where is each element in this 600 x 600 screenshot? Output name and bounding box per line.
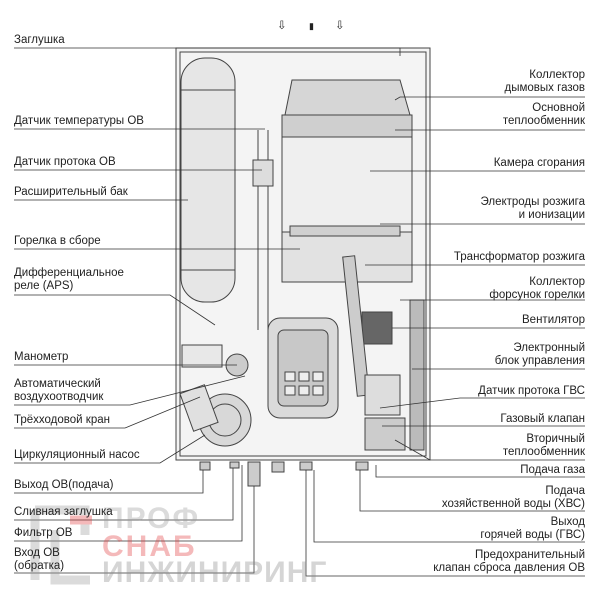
label-gas-valve: Газовый клапан bbox=[500, 413, 585, 426]
label-text: форсунок горелки bbox=[489, 289, 585, 301]
label-text: Вход ОВ bbox=[14, 547, 60, 559]
label-text: горячей воды (ГВС) bbox=[480, 529, 585, 541]
main-heat-exchanger bbox=[281, 114, 413, 138]
label-text: (обратка) bbox=[14, 560, 65, 572]
label-text: хозяйственной воды (ХВС) bbox=[441, 498, 585, 510]
label-text: Горелка в сборе bbox=[14, 235, 101, 247]
label-text: Коллектор bbox=[529, 69, 585, 81]
label-text: Электроды розжига bbox=[480, 196, 585, 208]
label-text: и ионизации bbox=[518, 209, 585, 221]
label-plug: Заглушка bbox=[14, 34, 65, 47]
label-text: Предохранительный bbox=[475, 549, 585, 561]
fan bbox=[361, 311, 393, 345]
label-fan: Вентилятор bbox=[522, 314, 585, 327]
label-heating-return: Вход ОВ(обратка) bbox=[14, 547, 64, 573]
label-text: Выход ОВ(подача) bbox=[14, 479, 114, 491]
label-text: Сливная заглушка bbox=[14, 506, 113, 518]
label-heating-outlet: Выход ОВ(подача) bbox=[14, 479, 114, 492]
label-text: Датчик протока ГВС bbox=[478, 385, 585, 397]
label-drain-plug: Сливная заглушка bbox=[14, 506, 113, 519]
label-three-way-valve: Трёхходовой кран bbox=[14, 414, 110, 427]
expansion-tank bbox=[180, 57, 236, 303]
label-text: Электронный bbox=[513, 342, 585, 354]
label-text: Автоматический bbox=[14, 378, 101, 390]
label-text: реле (APS) bbox=[14, 280, 74, 292]
label-text: Камера сгорания bbox=[493, 157, 585, 169]
label-text: Расширительный бак bbox=[14, 186, 128, 198]
label-text: Трёхходовой кран bbox=[14, 414, 110, 426]
label-text: Заглушка bbox=[14, 34, 65, 46]
label-text: воздухоотводчик bbox=[14, 391, 104, 403]
flue-collector bbox=[284, 79, 411, 116]
label-dhw-flow-sensor: Датчик протока ГВС bbox=[478, 385, 585, 398]
label-expansion-tank: Расширительный бак bbox=[14, 186, 128, 199]
label-manometer: Манометр bbox=[14, 351, 68, 364]
down-arrow-icon: ⇩ bbox=[277, 20, 287, 32]
label-text: Дифференциальное bbox=[14, 267, 124, 279]
label-text: Манометр bbox=[14, 351, 69, 363]
label-text: теплообменник bbox=[502, 115, 585, 127]
label-text: Подача газа bbox=[520, 464, 585, 476]
label-text: Выход bbox=[550, 516, 585, 528]
label-ignition-transformer: Трансформатор розжига bbox=[454, 251, 585, 264]
label-text: теплообменник bbox=[502, 446, 585, 458]
label-heating-filter: Фильтр ОВ bbox=[14, 527, 72, 540]
label-combustion-chamber: Камера сгорания bbox=[494, 157, 585, 170]
leader-lines bbox=[14, 47, 585, 577]
label-text: Трансформатор розжига bbox=[453, 251, 585, 263]
down-arrow-icon: ⇩ bbox=[335, 20, 345, 32]
label-text: Подача bbox=[545, 485, 585, 497]
flue-marker-icon: ▮ bbox=[309, 21, 314, 31]
label-text: Вентилятор bbox=[522, 314, 585, 326]
combustion-chamber bbox=[281, 136, 413, 233]
label-text: Датчик протока ОВ bbox=[14, 156, 116, 168]
label-text: Циркуляционный насос bbox=[14, 449, 140, 461]
label-circulation-pump: Циркуляционный насос bbox=[14, 449, 140, 462]
label-text: Датчик температуры ОВ bbox=[14, 115, 144, 127]
label-heating-temp-sensor: Датчик температуры ОВ bbox=[14, 115, 144, 128]
label-text: клапан сброса давления ОВ bbox=[433, 562, 585, 574]
label-text: дымовых газов bbox=[504, 82, 585, 94]
label-text: Основной bbox=[532, 102, 585, 114]
label-text: Газовый клапан bbox=[500, 413, 585, 425]
label-gas-supply: Подача газа bbox=[520, 464, 585, 477]
label-text: Коллектор bbox=[529, 276, 585, 288]
label-burner-assembly: Горелка в сборе bbox=[14, 235, 101, 248]
label-text: блок управления bbox=[494, 355, 585, 367]
label-text: Фильтр ОВ bbox=[14, 527, 73, 539]
label-heating-flow-sensor: Датчик протока ОВ bbox=[14, 156, 116, 169]
label-text: Вторичный bbox=[526, 433, 585, 445]
